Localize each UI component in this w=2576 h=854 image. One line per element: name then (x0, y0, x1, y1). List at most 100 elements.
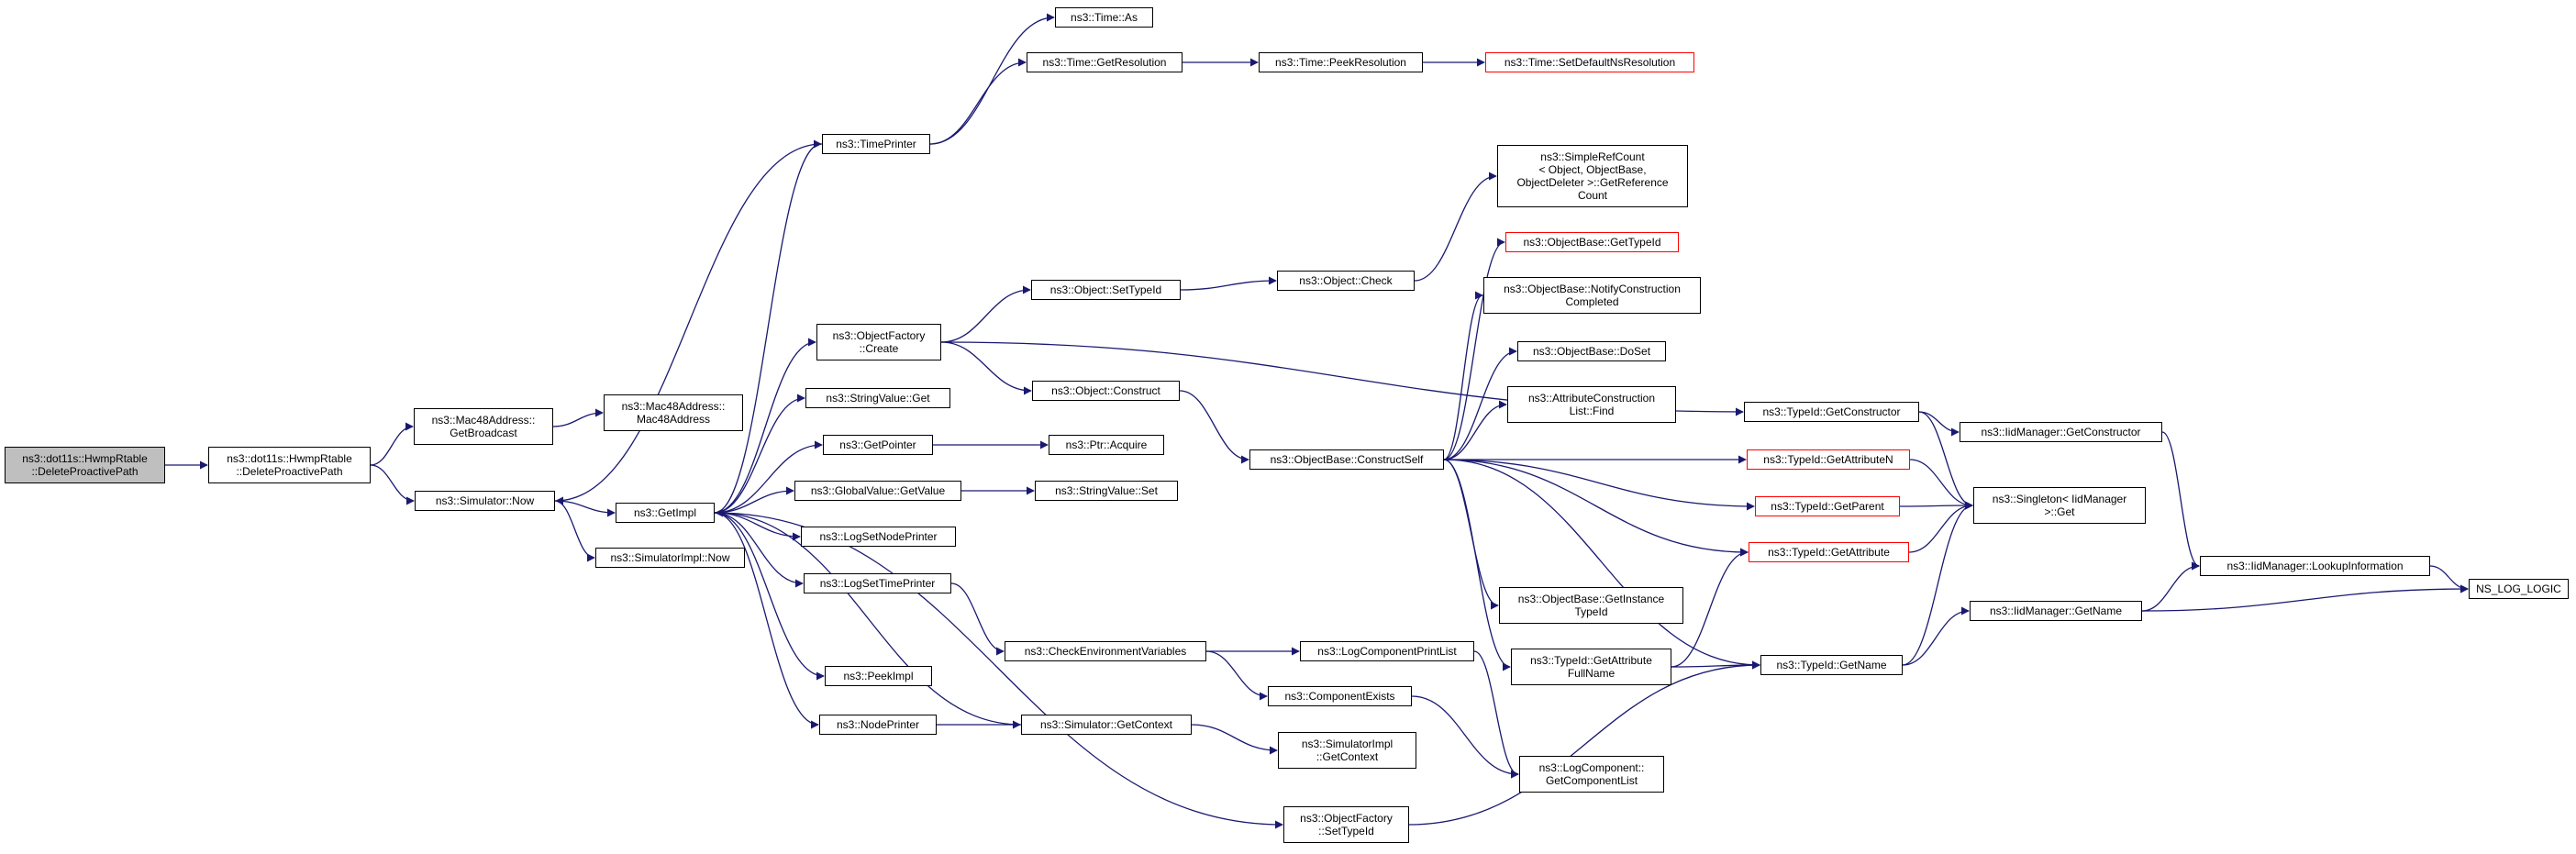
edge-getimpl-to-globvalget (714, 486, 794, 514)
node-label: ns3::SimpleRefCount < Object, ObjectBase… (1516, 150, 1669, 202)
edge-getimpl-to-strvalget (714, 394, 805, 514)
node-singletonget[interactable]: ns3::Singleton< IidManager >::Get (1973, 487, 2146, 524)
node-lognodeprinter[interactable]: ns3::LogSetNodePrinter (801, 527, 956, 547)
node-hwmp[interactable]: ns3::dot11s::HwmpRtable ::DeleteProactiv… (208, 447, 371, 483)
node-getpointer[interactable]: ns3::GetPointer (823, 435, 933, 455)
edge-obconstructself-to-tidgetname (1443, 459, 1760, 670)
node-label: ns3::StringValue::Get (826, 392, 930, 405)
node-label: ns3::GetPointer (839, 438, 916, 451)
node-obconstructself[interactable]: ns3::ObjectBase::ConstructSelf (1249, 449, 1444, 470)
node-globvalget[interactable]: ns3::GlobalValue::GetValue (794, 481, 961, 501)
edge-timeprinter-to-simnow (555, 143, 823, 505)
node-iidlookup[interactable]: ns3::IidManager::LookupInformation (2200, 556, 2430, 576)
edge-simgetctx-to-simimplgetctx (1191, 724, 1278, 755)
node-iidgetctor[interactable]: ns3::IidManager::GetConstructor (1960, 422, 2162, 442)
node-tidgetctor[interactable]: ns3::TypeId::GetConstructor (1744, 402, 1919, 422)
node-logtimeprinter[interactable]: ns3::LogSetTimePrinter (804, 573, 951, 593)
edge-getimpl-to-ofsettypeid (714, 512, 1283, 829)
node-tidgetattrn[interactable]: ns3::TypeId::GetAttributeN (1747, 449, 1910, 470)
node-logcompprintlist[interactable]: ns3::LogComponentPrintList (1300, 641, 1474, 661)
node-label: ns3::ObjectBase::ConstructSelf (1270, 453, 1424, 466)
node-label: ns3::Object::SetTypeId (1049, 283, 1162, 296)
node-label: ns3::TypeId::GetAttributeN (1763, 453, 1893, 466)
node-timeprinter[interactable]: ns3::TimePrinter (822, 134, 930, 154)
edge-obconstructself-to-obgettypeid (1443, 238, 1505, 460)
node-iidgetname[interactable]: ns3::IidManager::GetName (1970, 601, 2142, 621)
node-label: ns3::GetImpl (633, 506, 697, 519)
node-objconstruct[interactable]: ns3::Object::Construct (1032, 381, 1180, 401)
node-simimplnow[interactable]: ns3::SimulatorImpl::Now (595, 548, 745, 568)
edge-obconstructself-to-tidgetparent (1443, 459, 1755, 511)
node-simplerefcount[interactable]: ns3::SimpleRefCount < Object, ObjectBase… (1497, 145, 1688, 207)
edge-getimpl-to-getpointer (714, 440, 823, 514)
edge-obconstructself-to-tidgetattrfull (1443, 459, 1511, 671)
edge-iidgetname-to-nslog (2141, 584, 2469, 612)
node-peekimpl[interactable]: ns3::PeekImpl (825, 666, 932, 686)
edge-obconstructself-to-tidgetattr (1443, 459, 1749, 557)
edge-timeprinter-to-timegetres (929, 58, 1027, 145)
node-checkenv[interactable]: ns3::CheckEnvironmentVariables (1005, 641, 1206, 661)
edge-hwmp-to-mac48bc (370, 422, 414, 466)
node-obgetinsttypeid[interactable]: ns3::ObjectBase::GetInstance TypeId (1499, 587, 1683, 624)
node-label: ns3::Time::As (1071, 11, 1138, 24)
node-objsettypeid[interactable]: ns3::Object::SetTypeId (1031, 280, 1181, 300)
edge-logtimeprinter-to-checkenv (950, 582, 1005, 656)
edge-tidgetname-to-singletonget (1902, 501, 1973, 666)
node-label: ns3::TypeId::GetParent (1771, 500, 1884, 513)
node-label: ns3::TypeId::GetName (1776, 659, 1887, 671)
node-ofsettypeid[interactable]: ns3::ObjectFactory ::SetTypeId (1283, 806, 1409, 843)
node-compexists[interactable]: ns3::ComponentExists (1268, 686, 1412, 706)
node-timepeekres[interactable]: ns3::Time::PeekResolution (1259, 52, 1423, 72)
node-label: ns3::LogSetTimePrinter (819, 577, 936, 590)
edge-ofcreate-to-objconstruct (940, 341, 1032, 395)
node-label: ns3::LogComponent:: GetComponentList (1538, 761, 1645, 787)
node-label: ns3::Object::Construct (1051, 384, 1160, 397)
node-getimpl[interactable]: ns3::GetImpl (616, 503, 715, 523)
node-mac48ctor[interactable]: ns3::Mac48Address:: Mac48Address (604, 394, 743, 431)
node-label: ns3::ComponentExists (1284, 690, 1395, 703)
edge-tidgetctor-to-iidgetctor (1918, 411, 1960, 437)
node-label: ns3::AttributeConstruction List::Find (1527, 392, 1656, 417)
node-label: ns3::IidManager::GetConstructor (1981, 426, 2141, 438)
edge-tidgetattr-to-singletonget (1908, 501, 1973, 553)
node-obgettypeid[interactable]: ns3::ObjectBase::GetTypeId (1505, 232, 1679, 252)
node-timesetdef[interactable]: ns3::Time::SetDefaultNsResolution (1485, 52, 1694, 72)
node-tidgetattr[interactable]: ns3::TypeId::GetAttribute (1749, 542, 1909, 562)
edge-simnow-to-simimplnow (554, 500, 595, 562)
node-attrconstrfind[interactable]: ns3::AttributeConstruction List::Find (1507, 386, 1676, 423)
edge-objcheck-to-simplerefcount (1414, 172, 1497, 282)
node-strvalget[interactable]: ns3::StringValue::Get (805, 388, 950, 408)
node-timeas[interactable]: ns3::Time::As (1055, 7, 1153, 28)
edge-obconstructself-to-obdoset (1443, 347, 1517, 460)
node-label: ns3::Time::PeekResolution (1275, 56, 1406, 69)
node-label: NS_LOG_LOGIC (2476, 582, 2561, 595)
node-label: ns3::IidManager::LookupInformation (2226, 560, 2404, 572)
node-label: ns3::dot11s::HwmpRtable ::DeleteProactiv… (22, 452, 148, 478)
node-tidgetname[interactable]: ns3::TypeId::GetName (1760, 655, 1903, 675)
node-mac48bc[interactable]: ns3::Mac48Address:: GetBroadcast (414, 408, 553, 445)
node-label: ns3::NodePrinter (836, 718, 920, 731)
node-objcheck[interactable]: ns3::Object::Check (1277, 271, 1415, 291)
node-tidgetparent[interactable]: ns3::TypeId::GetParent (1755, 496, 1900, 516)
node-nodeprinter[interactable]: ns3::NodePrinter (819, 715, 937, 735)
node-ptracquire[interactable]: ns3::Ptr::Acquire (1049, 435, 1164, 455)
node-obnotify[interactable]: ns3::ObjectBase::NotifyConstruction Comp… (1483, 277, 1701, 314)
node-label: ns3::SimulatorImpl::Now (610, 551, 730, 564)
node-simgetctx[interactable]: ns3::Simulator::GetContext (1021, 715, 1192, 735)
node-label: ns3::PeekImpl (843, 670, 914, 682)
node-strvalset[interactable]: ns3::StringValue::Set (1035, 481, 1178, 501)
node-logcompgetlist[interactable]: ns3::LogComponent:: GetComponentList (1519, 756, 1664, 793)
node-simimplgetctx[interactable]: ns3::SimulatorImpl ::GetContext (1278, 732, 1416, 769)
node-timegetres[interactable]: ns3::Time::GetResolution (1027, 52, 1183, 72)
node-label: ns3::TypeId::GetAttribute (1768, 546, 1890, 559)
node-ofcreate[interactable]: ns3::ObjectFactory ::Create (816, 324, 941, 360)
edge-mac48bc-to-mac48ctor (552, 408, 604, 427)
node-obdoset[interactable]: ns3::ObjectBase::DoSet (1517, 341, 1666, 361)
node-nslog[interactable]: NS_LOG_LOGIC (2469, 579, 2569, 599)
node-simnow[interactable]: ns3::Simulator::Now (415, 491, 555, 511)
node-label: ns3::Mac48Address:: GetBroadcast (431, 414, 536, 439)
node-tidgetattrfull[interactable]: ns3::TypeId::GetAttribute FullName (1511, 649, 1671, 685)
edge-getimpl-to-nodeprinter (714, 512, 819, 729)
node-label: ns3::ObjectBase::GetTypeId (1523, 236, 1661, 249)
